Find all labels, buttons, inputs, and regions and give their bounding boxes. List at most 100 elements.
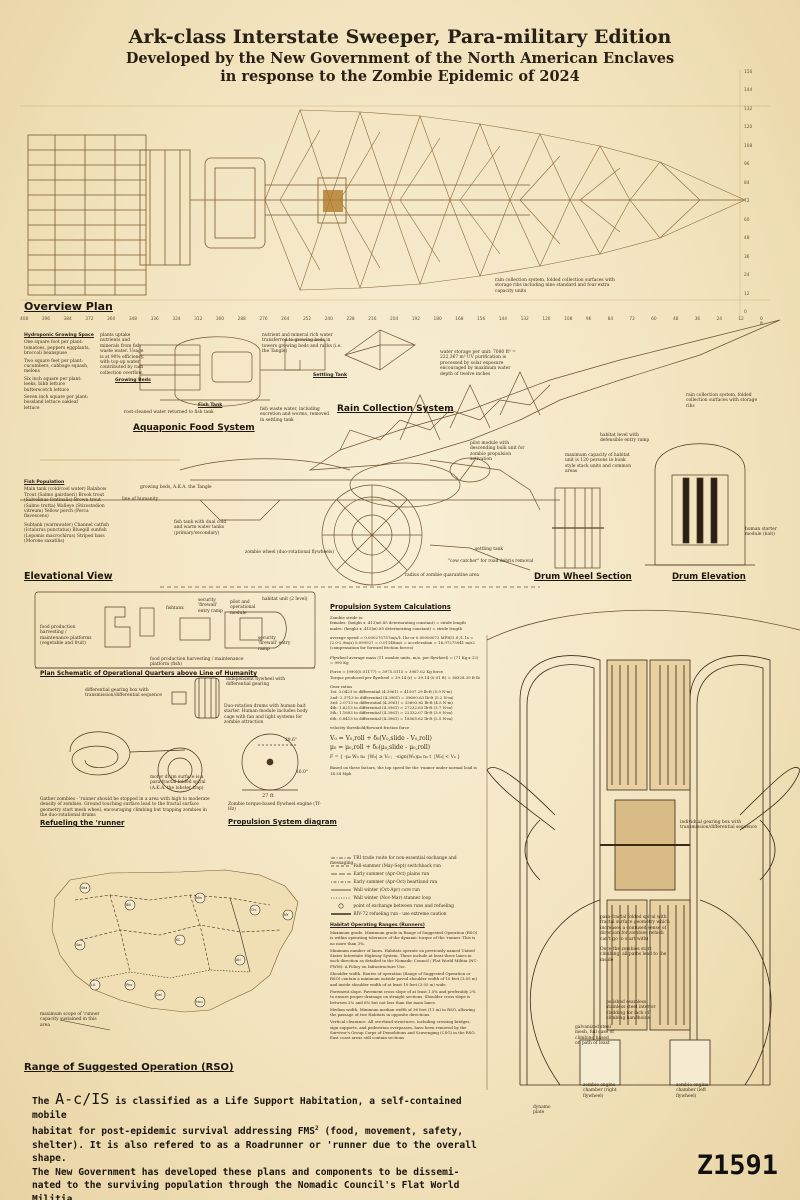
legend-row: Wall winter (Nov-Mar) stunner loop bbox=[330, 895, 431, 901]
calc-based-on: Based on these factors, the top speed fo… bbox=[330, 765, 478, 776]
section-title-rso: Range of Suggested Operation (RSO) bbox=[24, 1062, 234, 1073]
label-dynamo: dynamo plate bbox=[533, 1105, 551, 1116]
section-title-drum-elevation: Drum Elevation bbox=[672, 572, 746, 582]
legend-swatch bbox=[338, 903, 344, 909]
bottom-big-term: A-c/IS bbox=[55, 1090, 110, 1108]
label-max-capacity: maximum capacity of habitat unit is 120 … bbox=[565, 453, 632, 475]
ruler-tick-right: 60 bbox=[744, 217, 750, 223]
fish-population-main: Main tank (cold/cool water) Rainbow Trou… bbox=[24, 487, 107, 520]
section-title-propulsion-calc: Propulsion System Calculations bbox=[330, 603, 451, 611]
label-torque-note: Zombie torque-based flywheel engine (Tf-… bbox=[228, 802, 321, 813]
legend-swatch bbox=[331, 897, 351, 899]
ruler-tick-bottom: 348 bbox=[128, 317, 138, 322]
ruler-tick-bottom: 132 bbox=[520, 317, 529, 322]
calc-formula-1: V₀ = V₀,roll + δ₀(V₀,slide - V₀,roll) bbox=[330, 735, 432, 743]
ruler-tick-bottom: 0 ft bbox=[760, 317, 764, 327]
label-nutrient-water: nutrient and mineral rich water transfer… bbox=[262, 333, 342, 355]
legend-swatch bbox=[331, 857, 351, 859]
page-subtitle-line1: Developed by the New Government of the N… bbox=[125, 50, 675, 67]
label-rain-overview: rain collection system, folded collectio… bbox=[495, 278, 615, 294]
bottom-line2-post: (food, movement, safety, bbox=[324, 1126, 464, 1138]
legend-label: Fall-summer (May-Sept) switchback run bbox=[352, 864, 441, 869]
calc-formula-3: F = { -μ₀ W₀ n₀ |W₀| ≥ V₀ ; -sign(W₀)μ₀ … bbox=[330, 755, 461, 761]
ruler-tick-bottom: 240 bbox=[324, 317, 333, 322]
ruler-tick-right: 120 bbox=[744, 125, 753, 131]
ruler-tick-bottom: 384 bbox=[63, 317, 72, 322]
section-title-rain: Rain Collection System bbox=[337, 404, 454, 414]
legend-row: Fall-summer (May-Sept) switchback run bbox=[330, 863, 441, 869]
page-subtitle-line2: in response to the Zombie Epidemic of 20… bbox=[220, 68, 580, 85]
label-zombie-wheel: zombie wheel (duo-rotational flywheels) bbox=[245, 550, 335, 555]
ruler-tick-right: 96 bbox=[744, 162, 750, 168]
section-title-drum-section: Drum Wheel Section bbox=[534, 572, 632, 582]
label-rso-caption: maximum scope of 'runner capacity sustai… bbox=[40, 1012, 100, 1028]
habitat-operating-p6: Vertical clearance. All overhead structu… bbox=[330, 1019, 477, 1041]
poster-code: Z1591 bbox=[696, 1150, 778, 1181]
label-width-27: 27 ft bbox=[262, 793, 274, 799]
ruler-tick-bottom: 156 bbox=[477, 317, 486, 322]
ruler-tick-bottom: 12 bbox=[738, 317, 744, 322]
route-legend: TRI trade route for non-essential exchan… bbox=[330, 855, 480, 919]
ruler-tick-bottom: 204 bbox=[390, 317, 399, 322]
label-right-flywheel: individual gearing box with transmission… bbox=[680, 820, 758, 831]
section-title-overview-plan: Overview Plan bbox=[24, 300, 113, 313]
label-water-storage: water storage per unit: 7080 ft³ = 222,3… bbox=[440, 350, 516, 377]
label-fish-tank: Fish Tank bbox=[198, 403, 223, 408]
label-flywheel-gearing: independent flywheel with differential g… bbox=[226, 677, 286, 688]
rain-collection-drawing bbox=[344, 329, 416, 371]
legend-label: Early summer (Apr-Oct) heartland run bbox=[352, 880, 438, 885]
calc-velocity-threshold: velocity threshold/forward friction forc… bbox=[330, 725, 410, 731]
label-dual-rotation: Duo-rotation drums with human bait start… bbox=[224, 704, 308, 726]
legend-row: RIV-72 refueling run - use extreme cauti… bbox=[330, 911, 447, 917]
label-fish-tank-dual: fish tank with dual cold and warm water … bbox=[174, 520, 227, 536]
legend-label: point of exchange between runs and refue… bbox=[352, 904, 454, 909]
growing-space-1: One square foot per plant: tomatoes, pep… bbox=[24, 340, 90, 357]
ruler-tick-right: 144 bbox=[744, 88, 753, 94]
legend-row: TRI trade route for non-essential exchan… bbox=[330, 855, 480, 866]
growing-space-4: Seven inch square per plant: bossland le… bbox=[24, 395, 89, 411]
section-title-propulsion-diagram: Propulsion System diagram bbox=[228, 818, 337, 826]
ruler-tick-bottom: 48 bbox=[672, 317, 679, 322]
rso-map bbox=[51, 869, 299, 1031]
section-title-refueling: Refueling the 'runner bbox=[40, 819, 125, 827]
bottom-description: The A-c/IS is classified as a Life Suppo… bbox=[32, 1090, 492, 1200]
ruler-tick-bottom: 408 bbox=[20, 317, 29, 322]
growing-space-2: Two square feet per plant: cucumbers, ca… bbox=[24, 358, 89, 375]
label-angle-b: 16.0° bbox=[296, 770, 308, 775]
label-pilot-operational: pilot and operational module bbox=[230, 600, 256, 616]
label-once-zombies: Once the zombies start climbing, all pat… bbox=[600, 947, 667, 963]
legend-row: Early summer (Apr-Oct) heartland run bbox=[330, 879, 437, 885]
legend-label: Wall winter (Oct-Apr) core run bbox=[352, 888, 420, 893]
calc-force: Force = (990)(0.01177) = 3975.5115 = 396… bbox=[330, 669, 480, 680]
ruler-tick-right: 0 bbox=[744, 310, 747, 315]
bottom-line1-pre: The bbox=[32, 1096, 50, 1107]
fish-population-block: Fish Population Main tank (cold/cool wat… bbox=[24, 480, 114, 544]
legend-label: RIV-72 refueling run - use extreme cauti… bbox=[352, 912, 447, 917]
right-engine-drawing bbox=[486, 609, 800, 1090]
label-chamber-right: zombie engine chamber (right flywheel) bbox=[583, 1083, 617, 1099]
page-title: Ark-class Interstate Sweeper, Para-milit… bbox=[128, 26, 672, 48]
legend-swatch bbox=[331, 873, 351, 875]
drum-elevation-drawing bbox=[645, 443, 755, 566]
legend-swatch bbox=[331, 881, 351, 883]
ruler-tick-bottom: 96 bbox=[585, 317, 592, 322]
bottom-line2-pre: habitat for post-epidemic survival addre… bbox=[32, 1126, 316, 1138]
ruler-tick-bottom: 60 bbox=[651, 317, 657, 322]
ruler-tick-bottom: 84 bbox=[607, 317, 614, 322]
ruler-tick-bottom: 372 bbox=[85, 317, 94, 322]
label-security-firewall: security 'firewall' entry ramp bbox=[198, 598, 223, 614]
ruler-tick-bottom: 264 bbox=[281, 317, 290, 322]
label-plants-uptake: plants uptake nutrients and minerals fro… bbox=[100, 333, 145, 376]
label-food-production-2: food production harvesting / maintenance… bbox=[150, 657, 244, 668]
ruler-tick-bottom: 180 bbox=[433, 317, 442, 322]
label-habitat-unit: habitat unit (2 level) bbox=[262, 597, 308, 602]
ruler-tick-bottom: 24 bbox=[716, 317, 722, 322]
ruler-tick-bottom: 396 bbox=[41, 317, 50, 322]
habitat-operating-p4: Pavement slope. Pavement cross slope of … bbox=[330, 988, 477, 1005]
label-gather-zombies: Gather zombies - 'runner should be stopp… bbox=[40, 797, 210, 819]
ruler-tick-bottom: 276 bbox=[259, 317, 268, 322]
label-polished: polished seamless stainless steel interi… bbox=[606, 1000, 656, 1022]
